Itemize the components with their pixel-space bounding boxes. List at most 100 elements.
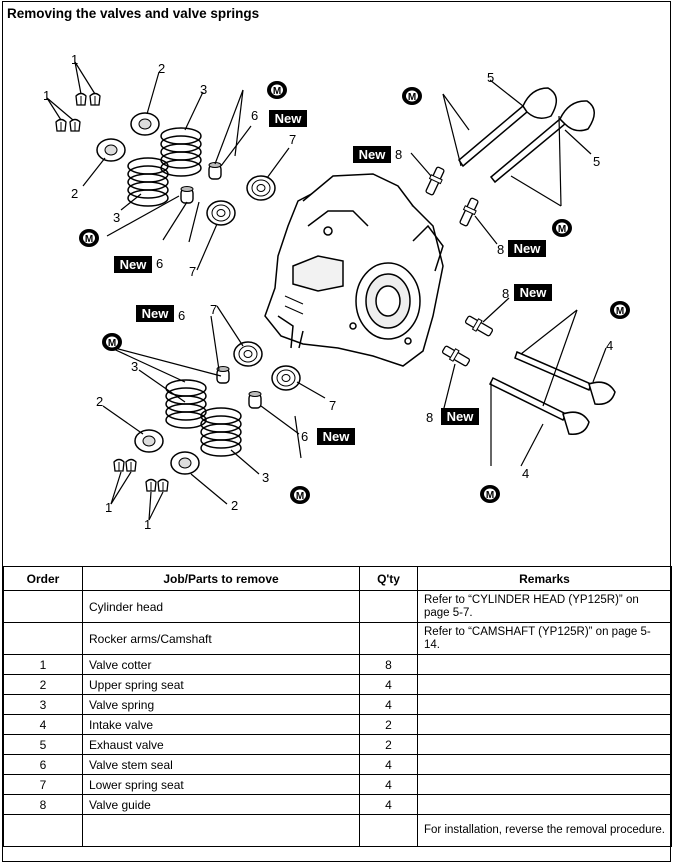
m-badge: M xyxy=(402,87,422,105)
table-row: 2 Upper spring seat 4 xyxy=(3,674,672,695)
new-badge: New xyxy=(353,146,391,163)
header-job-parts: Job/Parts to remove xyxy=(82,566,360,591)
svg-text:M: M xyxy=(486,490,494,501)
valve-cotter xyxy=(145,478,157,492)
qty-cell: 4 xyxy=(359,674,418,695)
part-cell: Rocker arms/Camshaft xyxy=(82,622,360,655)
valve-cotter xyxy=(113,458,125,472)
svg-text:New: New xyxy=(520,285,548,300)
valve-guide xyxy=(456,196,482,228)
upper-spring-seat xyxy=(96,138,126,162)
new-badge: New xyxy=(269,110,307,127)
exhaust-valve xyxy=(458,87,557,168)
table-row: 1 Valve cotter 8 xyxy=(3,654,672,675)
header-order: Order xyxy=(3,566,83,591)
callout-7: 7 xyxy=(329,398,336,413)
part-cell: Valve guide xyxy=(82,794,360,815)
callout-7: 7 xyxy=(189,264,196,279)
qty-cell: 4 xyxy=(359,794,418,815)
parts-table: Order Job/Parts to remove Q'ty Remarks C… xyxy=(3,566,672,847)
new-badge: New xyxy=(508,240,546,257)
part-cell: Valve spring xyxy=(82,694,360,715)
qty-cell: 2 xyxy=(359,734,418,755)
m-badge: M xyxy=(79,229,99,247)
remarks-cell xyxy=(417,654,672,675)
valve-stem-seal xyxy=(208,161,222,180)
callout-6: 6 xyxy=(301,429,308,444)
m-badge: M xyxy=(102,333,122,351)
m-badge: M xyxy=(480,485,500,503)
qty-cell xyxy=(359,622,418,655)
callout-1: 1 xyxy=(71,52,78,67)
upper-spring-seat xyxy=(134,429,164,453)
svg-text:M: M xyxy=(558,224,566,235)
new-badge: New xyxy=(114,256,152,273)
part-cell: Exhaust valve xyxy=(82,734,360,755)
part-cell: Valve cotter xyxy=(82,654,360,675)
order-cell: 6 xyxy=(3,754,83,775)
svg-text:M: M xyxy=(408,92,416,103)
qty-cell: 4 xyxy=(359,774,418,795)
exhaust-valve xyxy=(489,100,595,184)
svg-text:M: M xyxy=(296,491,304,502)
svg-text:New: New xyxy=(142,306,170,321)
callout-2: 2 xyxy=(231,498,238,513)
svg-text:M: M xyxy=(616,306,624,317)
remarks-cell xyxy=(417,734,672,755)
callout-3: 3 xyxy=(113,210,120,225)
callout-4: 4 xyxy=(522,466,529,481)
valve-cotter xyxy=(125,458,137,472)
table-row: For installation, reverse the removal pr… xyxy=(3,814,672,847)
callout-3: 3 xyxy=(262,470,269,485)
lower-spring-seat xyxy=(271,365,301,391)
callout-4: 4 xyxy=(606,338,613,353)
remarks-cell: For installation, reverse the removal pr… xyxy=(417,814,672,847)
svg-text:New: New xyxy=(514,241,542,256)
m-badge: M xyxy=(267,81,287,99)
svg-text:M: M xyxy=(108,338,116,349)
valve-cotter xyxy=(75,92,87,106)
part-cell: Intake valve xyxy=(82,714,360,735)
svg-text:New: New xyxy=(359,147,387,162)
svg-text:New: New xyxy=(275,111,303,126)
valve-stem-seal xyxy=(180,185,194,204)
table-header-row: Order Job/Parts to remove Q'ty Remarks xyxy=(3,566,672,591)
callout-8: 8 xyxy=(497,242,504,257)
valve-guide xyxy=(422,165,448,197)
qty-cell: 8 xyxy=(359,654,418,675)
new-badge: New xyxy=(441,408,479,425)
part-cell: Upper spring seat xyxy=(82,674,360,695)
m-badge: M xyxy=(552,219,572,237)
callout-6: 6 xyxy=(178,308,185,323)
lower-spring-seat xyxy=(246,175,276,201)
valve-spring xyxy=(200,407,242,457)
table-row: Rocker arms/Camshaft Refer to “CAMSHAFT … xyxy=(3,622,672,655)
callout-6: 6 xyxy=(156,256,163,271)
callout-1: 1 xyxy=(105,500,112,515)
callout-3: 3 xyxy=(200,82,207,97)
order-cell: 7 xyxy=(3,774,83,795)
cylinder-head xyxy=(264,173,444,367)
order-cell: 2 xyxy=(3,674,83,695)
table-row: 7 Lower spring seat 4 xyxy=(3,774,672,795)
svg-text:New: New xyxy=(120,257,148,272)
valve-cotter xyxy=(157,478,169,492)
callout-1: 1 xyxy=(144,517,151,532)
table-row: 8 Valve guide 4 xyxy=(3,794,672,815)
remarks-cell xyxy=(417,674,672,695)
lower-spring-seat xyxy=(206,200,236,226)
valve-cotter xyxy=(55,118,67,132)
remarks-cell xyxy=(417,754,672,775)
order-cell xyxy=(3,590,83,623)
table-row: 5 Exhaust valve 2 xyxy=(3,734,672,755)
callout-1: 1 xyxy=(43,88,50,103)
qty-cell: 2 xyxy=(359,714,418,735)
svg-text:M: M xyxy=(85,234,93,245)
m-badge: M xyxy=(290,486,310,504)
callout-numbers: 1 1 2 3 6 7 2 3 6 7 8 8 8 8 5 5 4 4 6 7 … xyxy=(43,52,613,532)
callout-7: 7 xyxy=(210,302,217,317)
valve-stem-seal xyxy=(248,390,262,409)
header-qty: Q'ty xyxy=(359,566,418,591)
remarks-cell: Refer to “CYLINDER HEAD (YP125R)” on pag… xyxy=(417,590,672,623)
